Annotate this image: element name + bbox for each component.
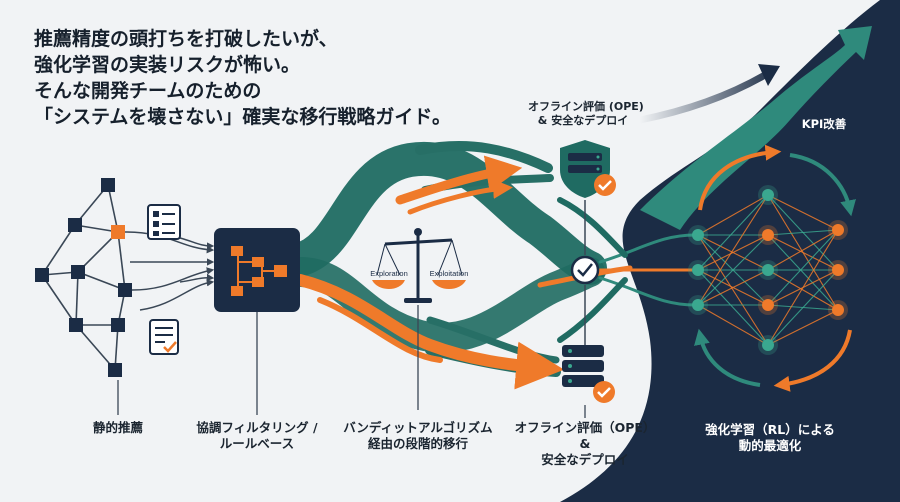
stage-cf-line-2: ルールベース <box>219 436 295 451</box>
server-stack-icon <box>562 345 615 403</box>
nn-edge <box>767 234 839 311</box>
stage-static-label: 静的推薦 <box>78 420 158 436</box>
nn-node <box>692 264 704 276</box>
stage-cf-label: 協調フィルタリング / ルールベース <box>192 420 322 452</box>
exploration-label: Exploration <box>370 269 408 278</box>
nn-edge <box>697 194 769 236</box>
kpi-trail-head <box>758 64 780 86</box>
nn-edge <box>767 229 839 236</box>
nn-edge <box>767 309 839 346</box>
stage-rl-line-2: 動的最適化 <box>738 438 802 453</box>
checklist-icon <box>147 204 181 240</box>
shield-server-icon <box>560 140 616 198</box>
headline-line-4: 「システムを壊さない」確実な移行戦略ガイド。 <box>34 106 452 128</box>
nn-edge <box>697 234 769 306</box>
nn-edge <box>767 234 839 271</box>
flowchart-box-icon <box>214 228 300 312</box>
nn-node <box>762 264 774 276</box>
stage-ope-line-2: & <box>579 436 591 451</box>
neural-network-icon <box>688 144 856 392</box>
document-check-icon <box>149 319 179 355</box>
kpi-trail-arrow <box>636 71 769 124</box>
nn-node <box>832 304 844 316</box>
ope-callout-line-1: オフライン評価 (OPE) <box>528 100 644 113</box>
headline-line-3: そんな開発チームのための <box>34 80 262 102</box>
stage-leader-lines <box>117 305 586 418</box>
nn-node <box>762 189 774 201</box>
nn-edge <box>697 194 769 306</box>
nn-edge <box>697 269 769 306</box>
nn-node <box>762 299 774 311</box>
nn-node <box>832 224 844 236</box>
stage-ope-label: オフライン評価（OPE） & 安全なデプロイ <box>510 420 660 468</box>
nn-node <box>762 339 774 351</box>
stage-cf-line-1: 協調フィルタリング / <box>196 420 318 435</box>
nn-edge <box>767 194 839 231</box>
headline-line-1: 推薦精度の頭打ちを打破したいが、 <box>34 28 338 50</box>
stage-rl-line-1: 強化学習（RL）による <box>705 422 835 437</box>
input-arrows <box>124 231 215 311</box>
stage-ope-line-1: オフライン評価（OPE） <box>514 420 656 435</box>
ope-callout: オフライン評価 (OPE) & 安全なデプロイ <box>528 100 644 128</box>
exploitation-label: Exploitation <box>430 269 469 278</box>
headline-line-2: 強化学習の実装リスクが怖い。 <box>34 54 301 76</box>
stage-ope-line-3: 安全なデプロイ <box>541 452 629 467</box>
nn-edge <box>767 229 839 346</box>
balance-scale-icon <box>372 228 466 303</box>
stage-bandit-line-2: 経由の段階的移行 <box>367 436 468 451</box>
network-tree-nodes <box>35 178 132 377</box>
ope-callout-line-2: & 安全なデプロイ <box>537 114 629 127</box>
nn-edge <box>767 269 839 346</box>
kpi-rise-band <box>640 26 872 230</box>
stage-bandit-label: バンディットアルゴリズム 経由の段階的移行 <box>338 420 498 452</box>
nn-node <box>762 229 774 241</box>
nn-edge <box>767 229 839 271</box>
nn-edge <box>767 269 839 311</box>
headline: 推薦精度の頭打ちを打破したいが、 強化学習の実装リスクが怖い。 そんな開発チーム… <box>34 26 474 130</box>
nn-edge <box>697 269 769 346</box>
stage-static-text: 静的推薦 <box>92 420 143 435</box>
kpi-label: KPI改善 <box>801 117 847 131</box>
stage-bandit-line-1: バンディットアルゴリズム <box>343 420 493 435</box>
nn-node <box>692 229 704 241</box>
nn-edge <box>767 229 839 306</box>
merge-lines <box>557 197 697 343</box>
stage-rl-label: 強化学習（RL）による 動的最適化 <box>690 422 850 454</box>
nn-edge <box>697 304 769 346</box>
nn-edge <box>697 234 769 271</box>
nn-node <box>692 299 704 311</box>
nn-node <box>832 264 844 276</box>
nn-edge <box>697 194 769 271</box>
check-circle-icon <box>570 255 600 285</box>
nn-edge <box>697 234 769 346</box>
